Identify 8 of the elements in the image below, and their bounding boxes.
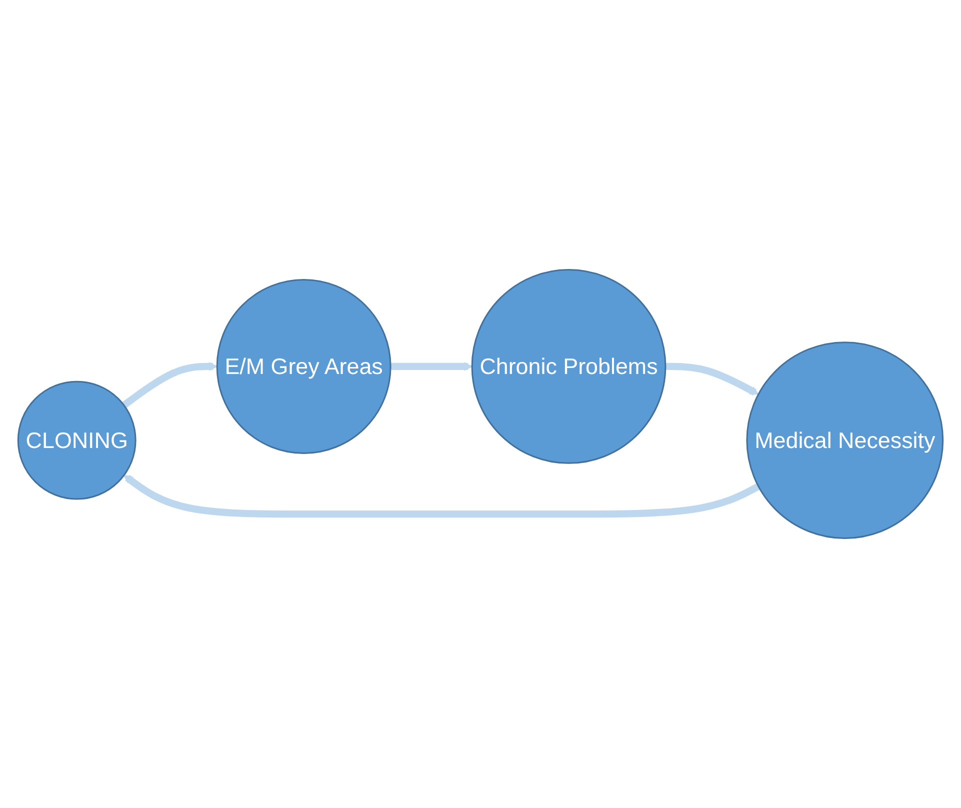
node-circle: CLONING <box>17 380 136 500</box>
node-circle: E/M Grey Areas <box>216 278 392 454</box>
arrow <box>390 362 472 371</box>
arrow <box>122 362 218 408</box>
arrow <box>124 474 760 518</box>
node-circle: Chronic Problems <box>471 269 666 464</box>
node-circle: Medical Necessity <box>746 342 944 539</box>
arrow <box>665 362 759 396</box>
